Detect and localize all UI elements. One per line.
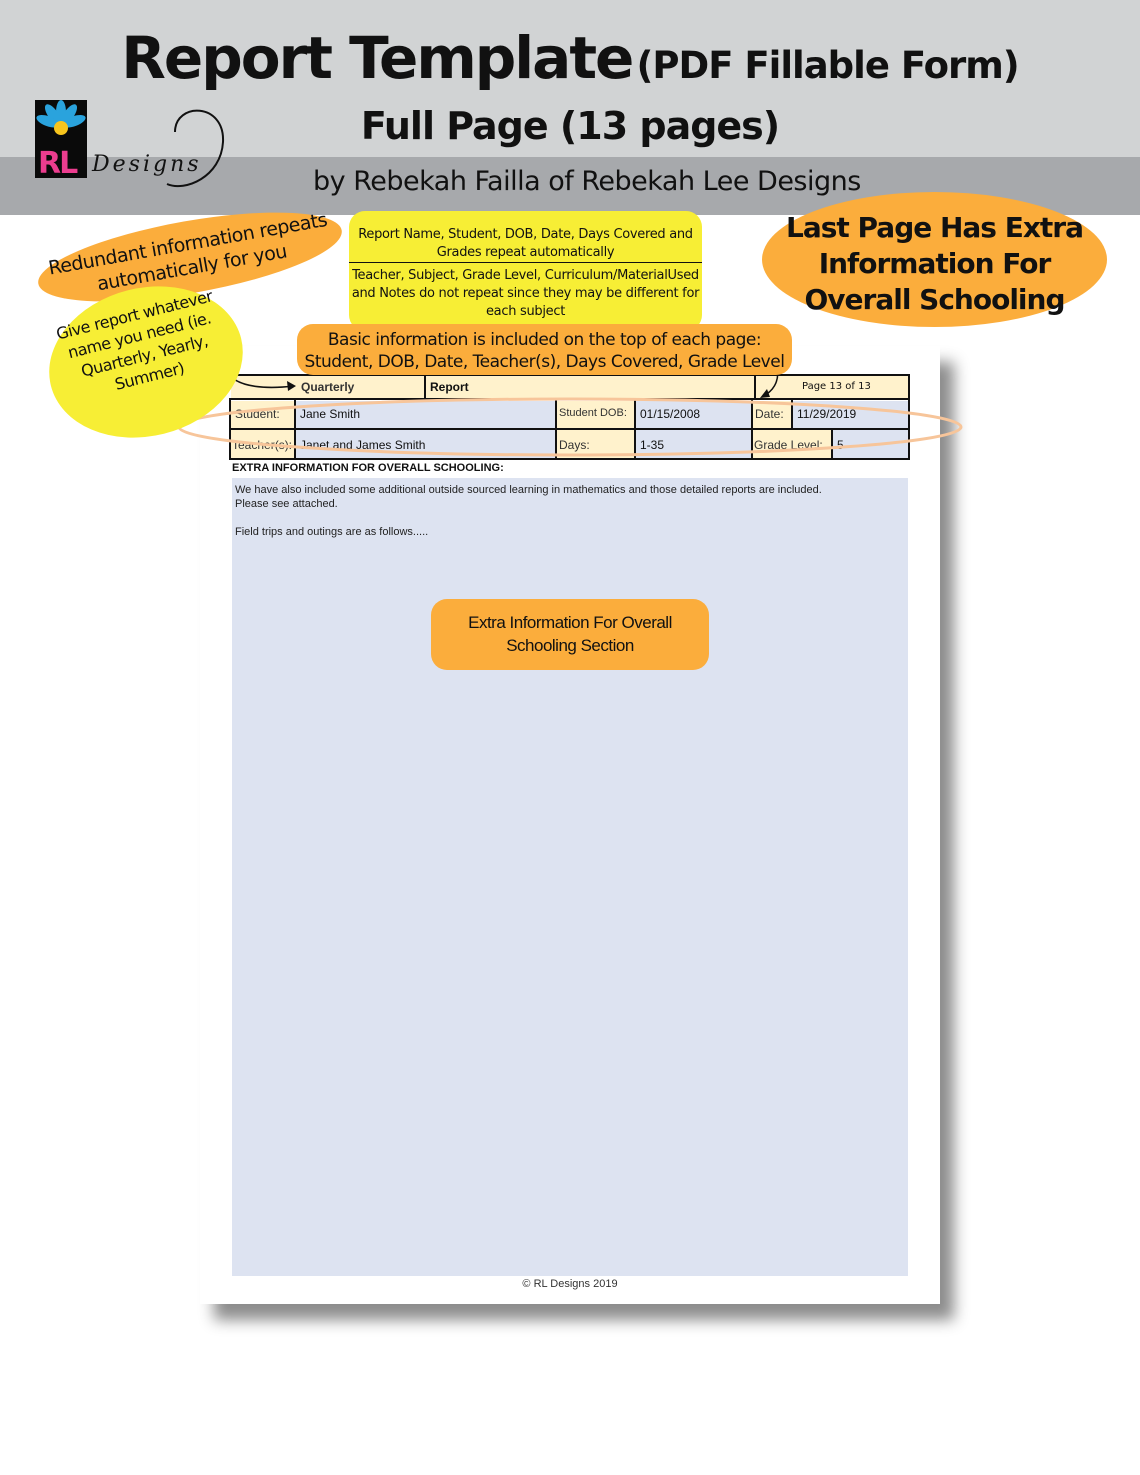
- dob-label: Student DOB:: [557, 401, 634, 428]
- grid-line: [294, 398, 296, 460]
- copyright-footer: © RL Designs 2019: [522, 1278, 618, 1290]
- report-label: Report: [426, 376, 756, 398]
- logo-box: RL: [35, 100, 87, 181]
- callout-repeat-info: Report Name, Student, DOB, Date, Days Co…: [349, 211, 702, 331]
- callout-extra-section: Extra Information For Overall Schooling …: [431, 599, 709, 670]
- title-suffix: (PDF Fillable Form): [636, 44, 1019, 87]
- grid-line: [831, 428, 833, 459]
- extra-info-text: We have also included some additional ou…: [235, 484, 822, 538]
- logo-word: Designs: [92, 152, 202, 177]
- days-field[interactable]: 1-35: [636, 430, 752, 458]
- page-subtitle: Full Page (13 pages): [360, 104, 780, 148]
- grid-line: [424, 374, 426, 399]
- dob-field[interactable]: 01/15/2008: [636, 401, 752, 428]
- date-field[interactable]: 11/29/2019: [793, 401, 908, 428]
- grid-line: [754, 374, 756, 399]
- date-label: Date:: [753, 401, 791, 428]
- grid-line: [751, 398, 753, 460]
- grid-line: [791, 398, 793, 429]
- grid-line: [555, 398, 557, 460]
- logo-letters: RL: [38, 146, 78, 181]
- teacher-label: Teacher(s):: [231, 430, 294, 458]
- extra-info-field[interactable]: [232, 478, 908, 1276]
- title-main: Report Template: [121, 24, 634, 92]
- student-label: Student:: [231, 401, 294, 428]
- callout-repeat-bottom: Teacher, Subject, Grade Level, Curriculu…: [351, 268, 700, 319]
- grid-line: [229, 458, 910, 460]
- logo-swirl: [166, 109, 225, 188]
- grid-line: [229, 374, 910, 376]
- grid-line: [229, 398, 231, 460]
- report-name-field[interactable]: Quarterly: [231, 376, 426, 398]
- byline: by Rebekah Failla of Rebekah Lee Designs: [313, 166, 861, 197]
- grade-label: Grade Level:: [753, 430, 831, 458]
- rl-designs-logo: RL Designs: [35, 100, 235, 200]
- page-indicator: Page 13 of 13: [756, 376, 908, 398]
- days-label: Days:: [557, 430, 634, 458]
- callout-last-page: Last Page Has Extra Information For Over…: [762, 192, 1107, 327]
- extra-info-heading: EXTRA INFORMATION FOR OVERALL SCHOOLING:: [232, 462, 504, 474]
- callout-basic-info: Basic information is included on the top…: [297, 324, 792, 375]
- flower-icon: [36, 100, 86, 135]
- student-field[interactable]: Jane Smith: [296, 401, 555, 428]
- grid-line: [634, 398, 636, 460]
- grid-line: [908, 374, 910, 460]
- header-banner: [0, 0, 1140, 157]
- grade-field[interactable]: 5: [833, 430, 908, 458]
- callout-repeat-top: Report Name, Student, DOB, Date, Days Co…: [349, 226, 702, 263]
- grid-line: [229, 428, 910, 430]
- teacher-field[interactable]: Janet and James Smith: [296, 430, 555, 458]
- grid-line: [229, 398, 910, 400]
- page-title: Report Template (PDF Fillable Form): [0, 24, 1140, 92]
